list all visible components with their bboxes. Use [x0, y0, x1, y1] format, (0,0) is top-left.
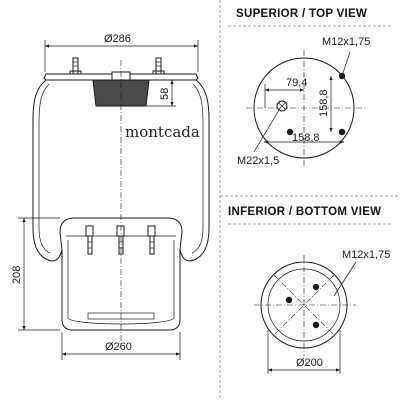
height-label: 208 [11, 266, 23, 284]
bottom-stud-hole-top [312, 283, 320, 291]
top-stud-right [152, 57, 165, 75]
bottom-view: INFERIOR / BOTTOM VIEW M12x1,75 Ø200 [228, 206, 392, 374]
air-inlet-leader [253, 109, 280, 153]
piston-body [59, 217, 183, 331]
bottom-stud-center [116, 225, 125, 255]
bottom-view-axis-diagonal-2 [273, 274, 335, 336]
bellow-left-inner-wall [38, 83, 51, 254]
top-diameter-label: Ø286 [104, 33, 131, 45]
piston-bottom-plate [87, 312, 155, 320]
bottom-view-heading: INFERIOR / BOTTOM VIEW [228, 206, 381, 218]
top-stud-hole-left [286, 128, 294, 136]
bottom-stud-thread-label: M12x1,75 [342, 249, 390, 261]
side-view: Ø286 58 [11, 33, 210, 360]
air-inlet-thread-label: M22x1,5 [237, 155, 279, 167]
horizontal-spacing-label: 158,8 [292, 132, 320, 144]
bellow-right-wall [179, 79, 210, 262]
top-stud-left [69, 57, 82, 75]
piston-base-curve [67, 317, 175, 325]
bottom-stud-right [147, 225, 156, 255]
stud-thread-leader [341, 51, 351, 77]
top-view-heading: SUPERIOR / TOP VIEW [236, 8, 367, 20]
top-stud-hole-lower [338, 128, 346, 136]
bottom-stud-thread-leader [333, 261, 357, 297]
bottom-diameter-label: Ø260 [105, 341, 132, 353]
bottom-stud-left [85, 225, 94, 255]
offset-label: 79,4 [286, 77, 307, 89]
bottom-view-axis-diagonal [273, 274, 335, 336]
bottom-stud-hole-bottom [312, 321, 320, 329]
vertical-spacing-label: 158,8 [318, 89, 330, 117]
top-stud-thread-label: M12x1,75 [322, 36, 370, 48]
bellow-right-inner-wall [191, 83, 204, 254]
brand-label: montcada [125, 123, 200, 141]
bottom-stud-hole-left [285, 296, 293, 304]
bellow-left-wall [32, 79, 63, 262]
plate-height-label: 58 [159, 88, 171, 100]
piston-inner-wall [67, 240, 175, 318]
bottom-view-diameter-label: Ø200 [296, 357, 323, 369]
top-view: SUPERIOR / TOP VIEW 79,4 158,8 158,8 M12… [228, 8, 392, 167]
